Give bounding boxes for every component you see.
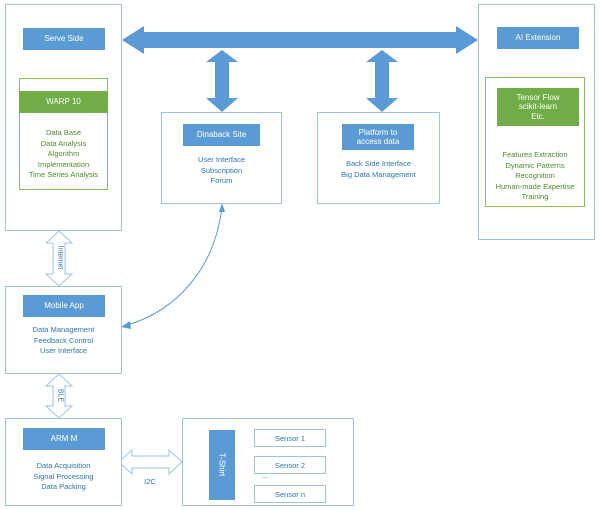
arm-line: Signal Processing [33,471,94,481]
mobile-app-line: Feedback Control [33,335,94,345]
i2c-label: I2C [144,477,156,486]
tensor-line: Recognition [515,171,555,180]
arm-line: Data Packing [41,482,86,491]
dinaback-line: User Interface [197,155,246,164]
tensor-line: Human-made Expertise [495,181,575,191]
internet-label: Internet [56,245,64,270]
tensor-title: Tensor Flow scikit-learn Etc. [497,88,579,126]
tshirt-label: T-Shirt [217,452,227,477]
arm-details: Data Acquisition Signal Processing Data … [5,461,122,493]
top-double-arrow [122,26,478,54]
tensor-panel [485,77,585,207]
platform-line: Big Data Management [341,169,416,179]
tensor-title-line: scikit-learn [518,102,558,112]
dinaback-line: Forum [210,176,233,185]
warp-line: Implementation [37,159,90,169]
tensor-line: Dynamic Patterns [505,160,565,170]
serve-side-title: Serve Side [23,28,105,50]
mobile-app-title: Mobile App [23,295,105,317]
mobile-app-details: Data Management Feedback Control User In… [5,325,122,357]
ble-label: BLE [56,388,64,403]
warp-line: Algorithm [47,149,80,158]
tensor-title-line: Tensor Flow [516,92,560,102]
tshirt-bar [209,430,235,500]
warp-line: Data Analysis [40,138,87,148]
i2c-arrow [118,448,183,476]
sensor-1: Sensor 1 [254,429,326,447]
platform-title: Platform to access data [342,124,414,150]
warp-line: Time Series Analysis [28,170,99,179]
ai-extension-title: AI Extension [497,27,579,49]
sensor-2: Sensor 2 [254,456,326,474]
mobile-app-line: Data Management [32,325,95,334]
dinaback-line: Subscription [200,165,243,175]
platform-line: Back Side Interface [345,159,412,168]
warp-line: Data Base [45,128,82,137]
tensor-line: Training [521,192,549,201]
dinaback-mobile-curve [123,205,223,327]
dinaback-vertical-arrow [206,50,238,112]
warp-panel [19,78,108,190]
platform-details: Back Side Interface Big Data Management [317,159,440,180]
sensor-ellipsis: ... [262,471,269,480]
platform-title-line: Platform to [358,127,398,137]
arm-line: Data Acquisition [36,461,91,470]
warp-title: WARP 10 [19,91,108,113]
tensor-title-line: Etc. [531,111,545,121]
curve-arrowhead-bottom [121,321,131,329]
arm-title: ARM M [23,428,105,450]
tensor-line: Features Extraction [502,150,568,159]
sensor-n: Sensor n [254,485,326,503]
tensor-details: Features Extraction Dynamic Patterns Rec… [485,150,585,203]
dinaback-details: User Interface Subscription Forum [161,155,282,187]
platform-vertical-arrow [366,50,398,112]
warp-details: Data Base Data Analysis Algorithm Implem… [12,128,115,181]
platform-title-line: access data [356,137,400,146]
dinaback-title: Dinaback Site [183,124,260,146]
mobile-app-line: User Interface [39,346,88,355]
curve-arrowhead-top [219,203,225,212]
